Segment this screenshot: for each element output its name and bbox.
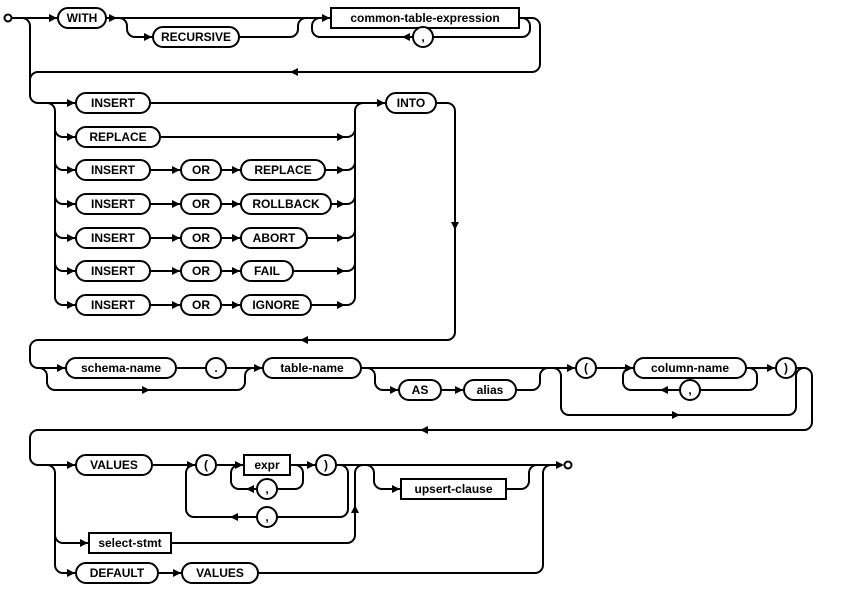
punct-comma-columns: , xyxy=(679,379,701,401)
keyword-into: INTO xyxy=(385,92,437,114)
nonterminal-expr[interactable]: expr xyxy=(243,454,291,476)
keyword-with: WITH xyxy=(57,7,107,29)
punct-comma-exprs: , xyxy=(256,478,278,500)
keyword-as: AS xyxy=(398,379,442,401)
keyword-or-1: OR xyxy=(180,159,222,181)
nonterminal-upsert-clause[interactable]: upsert-clause xyxy=(400,478,507,500)
keyword-ignore: IGNORE xyxy=(240,294,312,316)
punct-lparen-values: ( xyxy=(195,454,217,476)
keyword-insert-2: INSERT xyxy=(75,159,151,181)
punct-dot: . xyxy=(205,357,227,379)
keyword-or-4: OR xyxy=(180,260,222,282)
end-terminal-icon xyxy=(563,460,573,470)
punct-lparen-columns: ( xyxy=(575,357,597,379)
keyword-default: DEFAULT xyxy=(75,562,159,584)
start-terminal-icon xyxy=(3,13,13,23)
nonterminal-select-stmt[interactable]: select-stmt xyxy=(88,532,172,554)
punct-comma-rows: , xyxy=(256,506,278,528)
punct-rparen-values: ) xyxy=(315,454,337,476)
keyword-fail: FAIL xyxy=(240,260,294,282)
keyword-insert-4: INSERT xyxy=(75,227,151,249)
var-alias: alias xyxy=(463,379,517,401)
keyword-or-3: OR xyxy=(180,227,222,249)
keyword-recursive: RECURSIVE xyxy=(152,26,240,48)
var-column-name: column-name xyxy=(633,357,747,379)
var-schema-name: schema-name xyxy=(65,357,177,379)
keyword-abort: ABORT xyxy=(240,227,308,249)
punct-comma-cte: , xyxy=(412,26,434,48)
arrowheads xyxy=(49,14,775,577)
keyword-or-2: OR xyxy=(180,193,222,215)
keyword-values-2: VALUES xyxy=(181,562,259,584)
keyword-insert-5: INSERT xyxy=(75,260,151,282)
keyword-replace-2: REPLACE xyxy=(240,159,326,181)
keyword-insert-6: INSERT xyxy=(75,294,151,316)
keyword-values-1: VALUES xyxy=(75,454,153,476)
keyword-insert-3: INSERT xyxy=(75,193,151,215)
keyword-rollback: ROLLBACK xyxy=(240,193,332,215)
keyword-or-5: OR xyxy=(180,294,222,316)
keyword-replace-1: REPLACE xyxy=(75,126,161,148)
var-table-name: table-name xyxy=(262,357,362,379)
punct-rparen-columns: ) xyxy=(775,357,797,379)
keyword-insert-1: INSERT xyxy=(75,92,151,114)
